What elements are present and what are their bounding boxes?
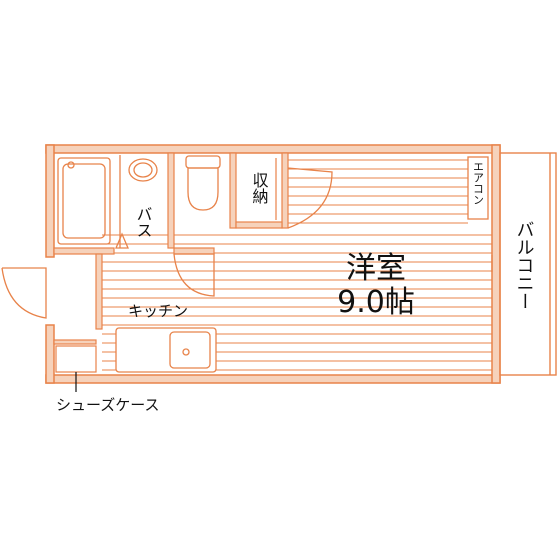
wall-storage-bottom xyxy=(235,221,283,229)
balcony xyxy=(499,152,557,376)
balcony-outline xyxy=(499,152,557,376)
wall-left-lower xyxy=(45,324,55,384)
wall-left-upper xyxy=(45,144,55,258)
drain-icon xyxy=(115,232,129,249)
sink-icon xyxy=(128,158,158,182)
wall-top xyxy=(45,144,501,154)
aircon-box xyxy=(467,156,489,220)
wall-shoe-top xyxy=(53,339,97,345)
wall-bottom xyxy=(45,374,501,384)
entrance-door-icon xyxy=(1,267,47,319)
aircon-label: エアコン xyxy=(472,161,485,205)
wall-entry xyxy=(95,253,103,330)
interior-walls xyxy=(53,152,289,345)
room-name-label: 洋室 xyxy=(346,251,406,286)
doors xyxy=(1,167,493,319)
room-flooring xyxy=(102,159,492,371)
bath-label: バス xyxy=(134,206,153,238)
kitchen-drain-icon xyxy=(182,348,190,356)
faucet-icon xyxy=(67,161,75,169)
outer-walls xyxy=(45,144,501,384)
toilet-bowl xyxy=(187,167,219,211)
sink-basin xyxy=(133,162,153,178)
toilet-tank xyxy=(185,155,221,169)
balcony-label: バルコニー xyxy=(514,220,535,310)
wall-toilet-storage xyxy=(229,152,237,229)
wall-right xyxy=(491,144,501,384)
wall-bath-bottom xyxy=(53,247,115,255)
kitchen-counter xyxy=(115,327,217,373)
storage-label: 収納 xyxy=(250,172,269,205)
shoe-case xyxy=(55,345,97,392)
bathtub-inner xyxy=(62,163,106,239)
wall-bath-toilet xyxy=(167,152,175,249)
toilet-door-icon xyxy=(173,253,215,297)
bath-fixtures xyxy=(57,155,158,249)
room-size-label: 9.0帖 xyxy=(337,285,415,320)
wall-toilet-bottom xyxy=(173,247,215,255)
kitchen-sink-icon xyxy=(169,331,211,369)
storage-door-icon xyxy=(287,167,333,229)
toilet-icon xyxy=(185,155,221,211)
shoe-case-box xyxy=(55,345,97,373)
kitchen-label: キッチン xyxy=(128,302,188,320)
bathtub-icon xyxy=(57,157,111,245)
shoe-case-label: シューズケース xyxy=(56,396,160,414)
wall-storage-right xyxy=(281,152,289,229)
